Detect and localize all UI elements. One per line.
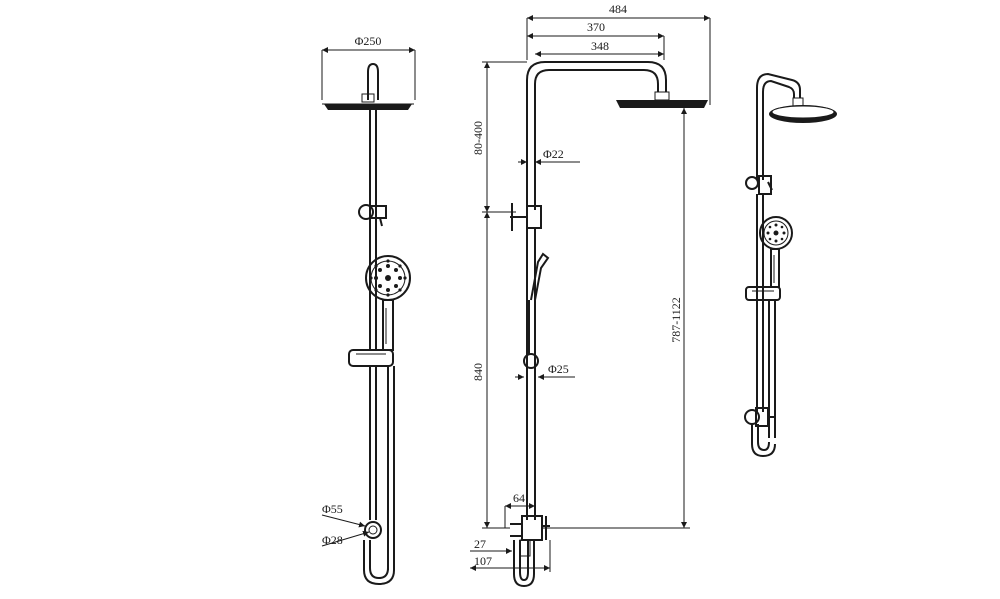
mixer-offset-large-label: 107: [474, 554, 492, 568]
slide-bar-height-label: 840: [471, 363, 485, 381]
inner-width-label: 348: [591, 39, 609, 53]
iso-arm-inner: [762, 79, 795, 180]
front-lower-section: [363, 366, 395, 586]
mixer-width-label: 64: [513, 491, 525, 505]
iso-view: [744, 72, 837, 458]
front-arm: [367, 62, 379, 100]
side-arm-outer: [526, 61, 667, 210]
front-mixer-dimensions: Φ55 Φ28: [321, 502, 370, 547]
iso-arm-outer: [756, 72, 801, 180]
side-rain-head: [616, 91, 708, 108]
holder-diameter-dimension: Φ25: [515, 362, 575, 380]
total-height-label: 787-1122: [669, 297, 683, 343]
total-height-dimension: 787-1122: [541, 108, 690, 529]
mixer-width-dimension: 64: [504, 491, 536, 528]
iso-diverter: [745, 175, 773, 195]
iso-hand-shower: [759, 216, 793, 288]
side-width-dimensions: 484 370 348: [526, 2, 711, 105]
overall-width-label: 484: [609, 2, 627, 16]
side-lower-riser: [523, 228, 550, 520]
riser-diameter-dimension: Φ22: [518, 147, 580, 165]
front-riser: [369, 110, 377, 350]
mixer-offset-small-label: 27: [474, 537, 486, 551]
side-height-dimensions: 80-400 840: [471, 61, 527, 529]
side-mixer: [510, 515, 550, 588]
mid-width-label: 370: [587, 20, 605, 34]
front-slider-clamp: [348, 349, 394, 367]
side-view: 484 370 348 80-400 840: [470, 2, 711, 588]
front-head-diameter-label: Φ250: [355, 34, 382, 48]
top-height-label: 80-400: [471, 121, 485, 155]
side-arm-inner: [534, 69, 659, 210]
front-rain-head: [322, 93, 414, 110]
inner-diameter-label: Φ28: [322, 533, 343, 547]
iso-rain-head: [769, 97, 837, 123]
mixer-offset-dimensions: 27 107: [470, 537, 551, 572]
front-hand-shower: [365, 255, 411, 351]
iso-riser: [756, 194, 764, 412]
front-diverter: [358, 204, 387, 227]
riser-diameter-label: Φ22: [543, 147, 564, 161]
holder-diameter-label: Φ25: [548, 362, 569, 376]
iso-mixer: [744, 407, 774, 427]
front-head-dimension: Φ250: [321, 34, 416, 100]
outer-diameter-label: Φ55: [322, 502, 343, 516]
front-view: Φ250: [321, 34, 416, 586]
side-diverter: [510, 203, 542, 231]
iso-slider-clamp: [745, 286, 781, 301]
